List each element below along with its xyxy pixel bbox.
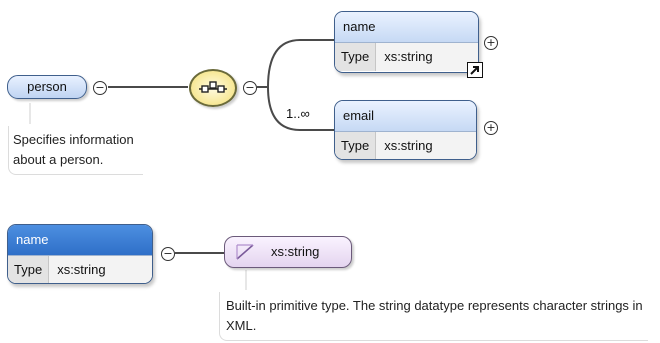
simple-type-icon <box>236 244 254 260</box>
element-name-detail[interactable]: name Type xs:string <box>7 224 153 284</box>
element-name-detail-type-row: Type xs:string <box>8 256 152 283</box>
element-name-detail-label: name <box>16 232 49 247</box>
annotation-person-text: Specifies information about a person. <box>13 132 134 167</box>
element-email-type-row: Type xs:string <box>335 132 476 159</box>
element-name-detail-header: name <box>8 225 152 256</box>
sequence-icon <box>199 81 227 93</box>
element-email-header: email <box>335 101 476 132</box>
sequence-compositor[interactable] <box>189 69 237 107</box>
type-key: Type <box>335 132 377 159</box>
type-key: Type <box>8 256 50 283</box>
occurrence-label: 1..∞ <box>286 106 310 121</box>
annotation-xs-string: Built-in primitive type. The string data… <box>219 292 648 341</box>
element-name-type-row: Type xs:string <box>335 43 478 71</box>
type-key: Type <box>335 43 377 71</box>
element-email-label: email <box>343 108 375 123</box>
element-name-label: name <box>343 19 376 34</box>
expand-email-button[interactable]: + <box>484 121 498 135</box>
connector-branch-name <box>267 39 334 88</box>
type-value: xs:string <box>49 256 152 283</box>
occurrence-text: 1..∞ <box>286 106 310 121</box>
type-value: xs:string <box>376 43 478 71</box>
element-email[interactable]: email Type xs:string <box>334 100 477 160</box>
reference-link-icon[interactable] <box>467 62 483 78</box>
element-name[interactable]: name Type xs:string <box>334 11 479 73</box>
element-name-header: name <box>335 12 478 43</box>
type-value: xs:string <box>376 132 476 159</box>
simple-type-xs-string[interactable]: xs:string <box>224 236 352 268</box>
expand-name-button[interactable]: + <box>484 36 498 50</box>
element-person[interactable]: person <box>7 75 87 99</box>
collapse-person-button[interactable]: − <box>93 81 107 95</box>
element-person-label: person <box>27 79 67 94</box>
simple-type-label: xs:string <box>271 244 320 259</box>
collapse-sequence-button[interactable]: − <box>243 81 257 95</box>
annotation-xs-string-text: Built-in primitive type. The string data… <box>226 298 643 333</box>
collapse-name-detail-button[interactable]: − <box>161 247 175 261</box>
annotation-person: Specifies information about a person. <box>8 126 143 175</box>
